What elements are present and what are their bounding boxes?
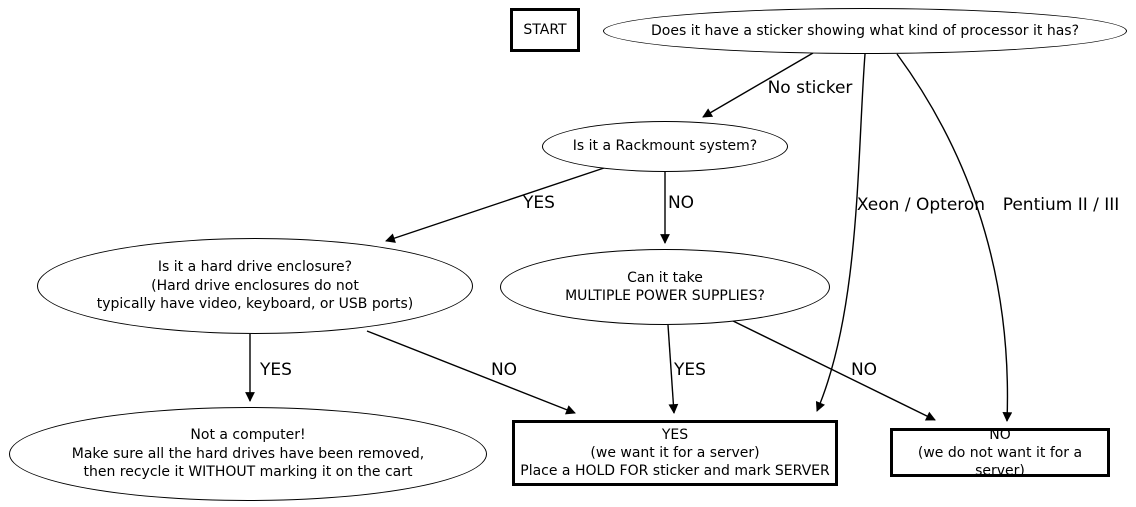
node-multiple-psu-question: Can it take MULTIPLE POWER SUPPLIES? [500, 249, 830, 325]
edge-label-psu-no: NO [850, 360, 878, 380]
node-not-a-computer: Not a computer! Make sure all the hard d… [9, 407, 487, 501]
edge-label-xeon-opteron: Xeon / Opteron [856, 195, 986, 215]
edge-hdd-to-yes-box [366, 330, 576, 415]
edge-label-rackmount-no: NO [667, 193, 695, 213]
node-rackmount-question-label: Is it a Rackmount system? [572, 138, 758, 155]
node-yes-server: YES (we want it for a server) Place a HO… [512, 420, 838, 486]
node-multiple-psu-question-label: Can it take MULTIPLE POWER SUPPLIES? [565, 269, 765, 305]
node-sticker-question: Does it have a sticker showing what kind… [603, 8, 1127, 54]
edge-label-hdd-yes: YES [260, 360, 292, 380]
node-hdd-enclosure-question-label: Is it a hard drive enclosure? (Hard driv… [96, 259, 414, 313]
edge-label-pentium-2-3: Pentium II / III [1002, 195, 1120, 215]
edge-label-hdd-no: NO [490, 360, 518, 380]
edge-sticker-to-no-box [896, 53, 1013, 422]
node-yes-server-label: YES (we want it for a server) Place a HO… [520, 427, 830, 479]
edge-sticker-to-rackmount [702, 52, 814, 118]
edge-psu-to-yes-box [667, 324, 679, 414]
edge-label-psu-yes: YES [674, 360, 706, 380]
node-no-server-label: NO (we do not want it for a server) [917, 426, 1083, 479]
edge-label-rackmount-yes: YES [523, 193, 555, 213]
edge-sticker-to-yes-box [815, 53, 866, 412]
node-not-a-computer-label: Not a computer! Make sure all the hard d… [71, 427, 425, 481]
node-start-label: START [523, 21, 567, 38]
edge-label-no-sticker: No sticker [767, 78, 853, 98]
node-rackmount-question: Is it a Rackmount system? [542, 121, 788, 172]
edge-rackmount-to-hdd [385, 166, 608, 243]
node-no-server: NO (we do not want it for a server) [890, 426, 1110, 479]
node-hdd-enclosure-question: Is it a hard drive enclosure? (Hard driv… [37, 238, 473, 334]
node-sticker-question-label: Does it have a sticker showing what kind… [650, 22, 1079, 39]
node-start: START [510, 8, 580, 52]
edge-psu-to-no-box [728, 318, 936, 421]
